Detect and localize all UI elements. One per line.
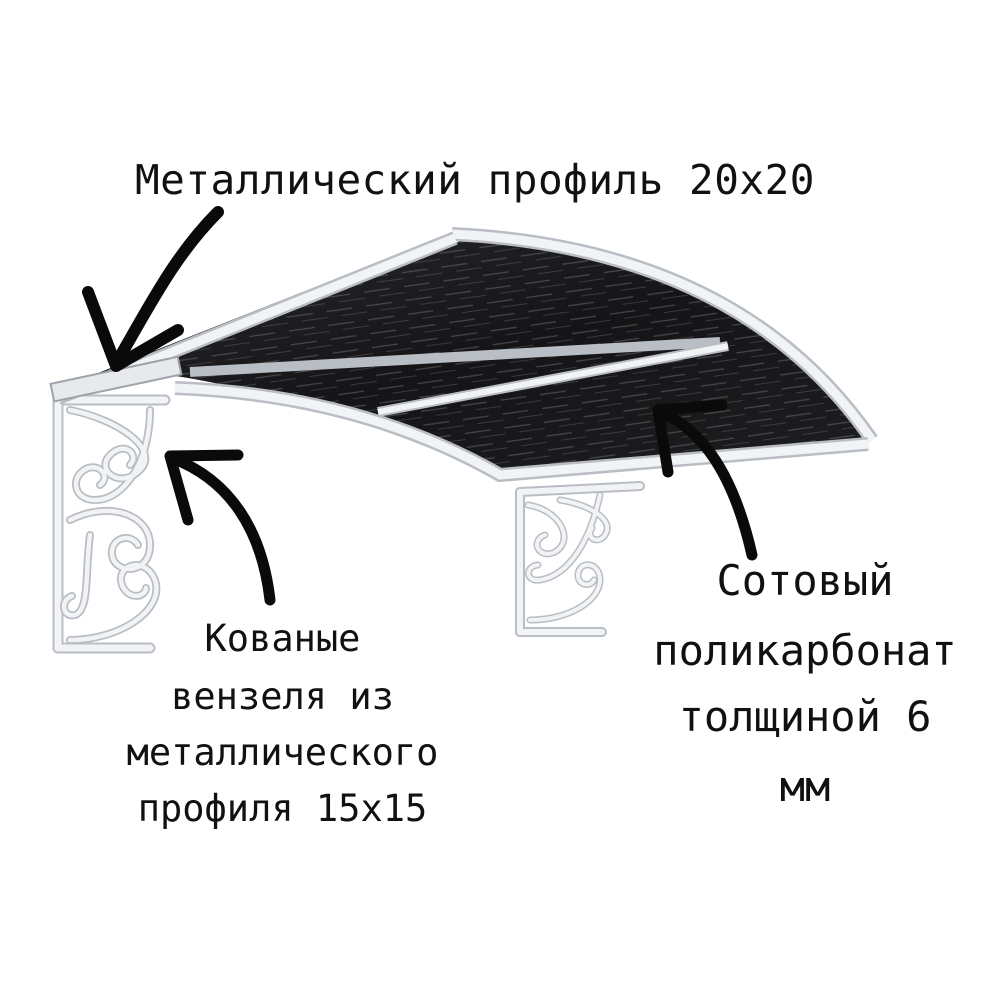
scrolls-label-line3: металлического	[126, 731, 439, 774]
panel-label-line1: Сотовый	[716, 556, 894, 605]
scrolls-label-line4: профиля 15х15	[137, 787, 428, 830]
panel-label-line3: толщиной 6	[678, 692, 932, 741]
panel-label-line4: мм	[779, 762, 831, 811]
scrolls-label-line2: вензеля из	[171, 675, 394, 718]
frame-profile-label: Металлический профиль 20х20	[135, 156, 815, 204]
arrow-to-frame-icon	[82, 206, 224, 372]
right-wrought-bracket	[515, 481, 645, 637]
scrolls-label-line1: Кованые	[204, 617, 361, 660]
arrow-to-panel-icon	[652, 399, 758, 561]
panel-label-line2: поликарбонат	[653, 626, 957, 675]
arrow-to-scrolls-icon	[164, 449, 276, 606]
left-wrought-bracket	[52, 392, 171, 654]
